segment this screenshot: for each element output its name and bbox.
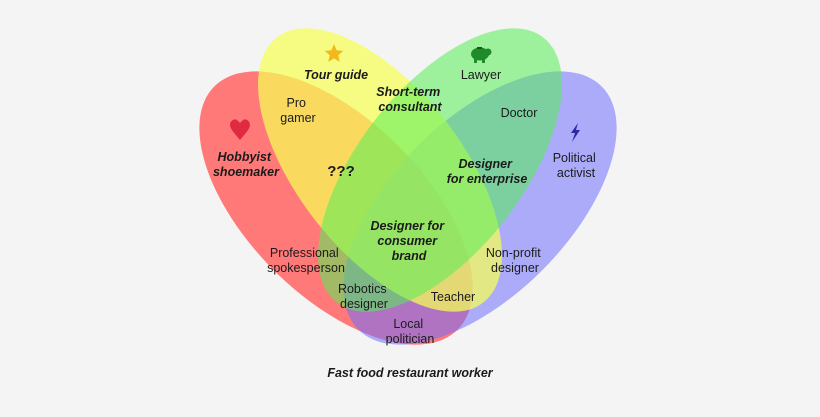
label-designer-enterprise: Designer for enterprise bbox=[447, 157, 528, 186]
label-fast-food-worker: Fast food restaurant worker bbox=[327, 366, 493, 380]
set-green-ellipse bbox=[318, 28, 562, 312]
label-political-activist: Political activist bbox=[553, 151, 600, 180]
label-short-term-consultant: Short-term consultant bbox=[376, 85, 443, 114]
label-robotics-designer: Robotics designer bbox=[338, 282, 390, 311]
label-non-profit-designer: Non-profit designer bbox=[486, 246, 544, 275]
lightning-icon bbox=[571, 123, 580, 142]
label-tour-guide: Tour guide bbox=[304, 68, 368, 82]
star-icon bbox=[324, 44, 344, 62]
label-unknown: ??? bbox=[327, 163, 355, 180]
piggy-bank-icon bbox=[471, 47, 492, 63]
label-professional-spokesperson: Professional spokesperson bbox=[267, 246, 345, 275]
heart-icon bbox=[230, 119, 250, 140]
label-lawyer: Lawyer bbox=[461, 68, 501, 82]
label-hobbyist-shoemaker: Hobbyist shoemaker bbox=[213, 150, 280, 179]
label-teacher: Teacher bbox=[431, 290, 475, 304]
label-doctor: Doctor bbox=[501, 106, 538, 120]
label-designer-consumer-brand: Designer for consumer brand bbox=[370, 219, 447, 263]
label-pro-gamer: Pro gamer bbox=[280, 96, 315, 125]
label-local-politician: Local politician bbox=[386, 317, 435, 346]
